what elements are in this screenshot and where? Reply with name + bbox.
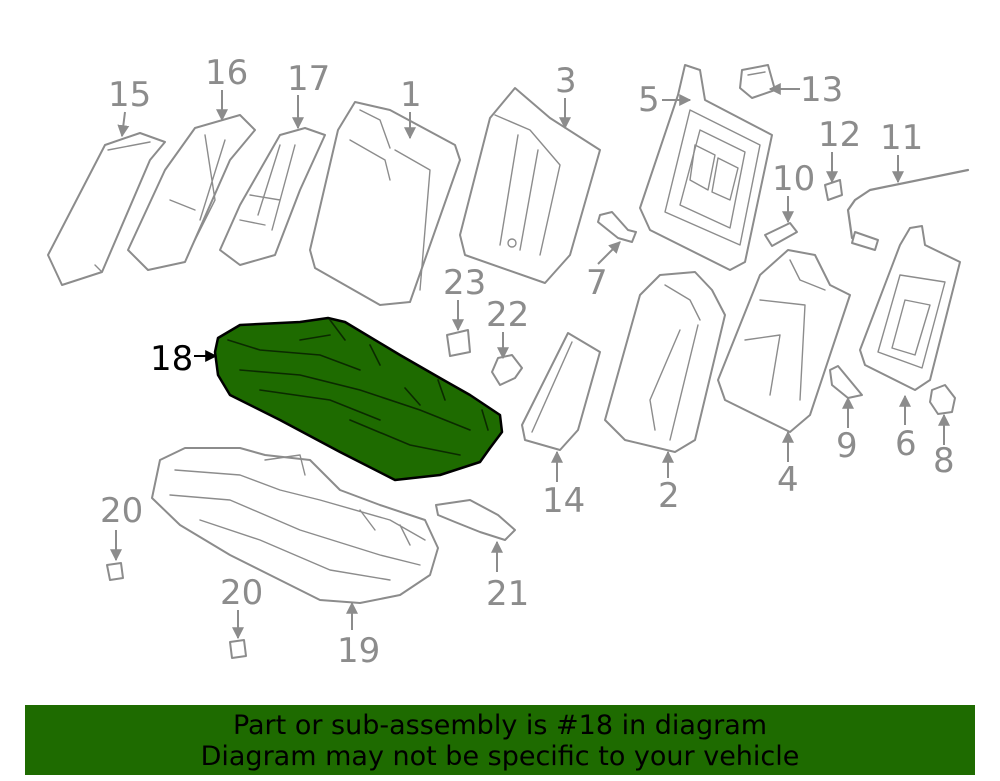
part-21-shape [435, 499, 516, 541]
part-5-shape [639, 64, 773, 271]
part-2-shape [604, 271, 726, 453]
label-23: 23 [443, 263, 486, 303]
label-20-lower: 20 [220, 573, 263, 613]
info-banner: Part or sub-assembly is #18 in diagram D… [25, 705, 975, 775]
part-9-shape [829, 365, 863, 399]
part-4-shape [717, 249, 851, 433]
part-14-shape [521, 332, 601, 451]
label-14: 14 [542, 481, 585, 521]
label-12: 12 [818, 115, 861, 155]
part-18-highlighted-shape [213, 316, 504, 482]
label-4: 4 [777, 460, 799, 500]
label-11: 11 [880, 118, 923, 158]
label-21: 21 [486, 574, 529, 614]
label-2: 2 [658, 476, 680, 516]
label-6: 6 [895, 424, 917, 464]
banner-line-2: Diagram may not be specific to your vehi… [200, 741, 800, 772]
part-6-shape [859, 225, 961, 391]
part-13-shape [739, 64, 776, 99]
label-5: 5 [638, 80, 660, 120]
part-3-shape [459, 87, 601, 284]
part-1-shape [309, 101, 461, 306]
label-13: 13 [800, 70, 843, 110]
label-17: 17 [287, 59, 330, 99]
label-18-highlighted: 18 [150, 339, 193, 379]
label-19: 19 [337, 631, 380, 671]
part-12-shape [824, 179, 843, 201]
label-22: 22 [486, 295, 529, 335]
part-11-shape [846, 168, 970, 251]
part-22-shape [491, 354, 523, 386]
part-23-shape [446, 329, 471, 357]
parts-diagram: 15 16 17 1 3 5 13 12 11 10 7 23 22 18 2 … [47, 53, 970, 671]
part-19-shape [151, 447, 439, 604]
part-8-shape [929, 384, 956, 415]
part-10-shape [764, 222, 798, 247]
part-20a-shape [106, 562, 124, 581]
part-15-shape [47, 132, 166, 286]
label-8: 8 [933, 441, 955, 481]
label-3: 3 [555, 61, 577, 101]
label-9: 9 [836, 426, 858, 466]
part-17-shape [219, 127, 326, 266]
label-15: 15 [108, 75, 151, 115]
part-7-shape [597, 211, 637, 243]
label-1: 1 [400, 75, 422, 115]
banner-line-1: Part or sub-assembly is #18 in diagram [232, 710, 768, 741]
part-16-shape [127, 114, 256, 271]
label-20-upper: 20 [100, 491, 143, 531]
leader-lines [110, 83, 950, 640]
part-20b-shape [229, 639, 247, 659]
label-16: 16 [205, 53, 248, 93]
label-7: 7 [586, 263, 608, 303]
label-10: 10 [772, 159, 815, 199]
